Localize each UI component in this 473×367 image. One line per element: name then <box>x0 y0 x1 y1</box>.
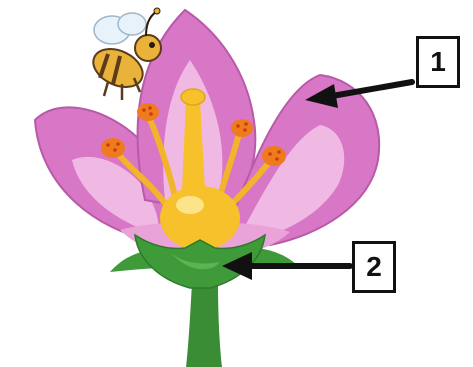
bee-eye <box>149 42 155 48</box>
bee-head <box>135 35 161 61</box>
anther <box>262 146 286 166</box>
bee-antenna-tip <box>154 8 160 14</box>
label-number: 2 <box>366 251 382 283</box>
anther <box>137 103 159 121</box>
anther <box>101 138 125 158</box>
bee-leg <box>104 82 108 96</box>
ovary-highlight <box>176 196 204 214</box>
anther <box>231 119 253 137</box>
stem <box>186 282 222 367</box>
stigma <box>181 89 205 105</box>
bee-antenna <box>146 12 156 36</box>
bee-wing <box>118 13 146 35</box>
label-number: 1 <box>430 46 446 78</box>
label-box-1: 1 <box>416 36 460 88</box>
label-box-2: 2 <box>352 241 396 293</box>
